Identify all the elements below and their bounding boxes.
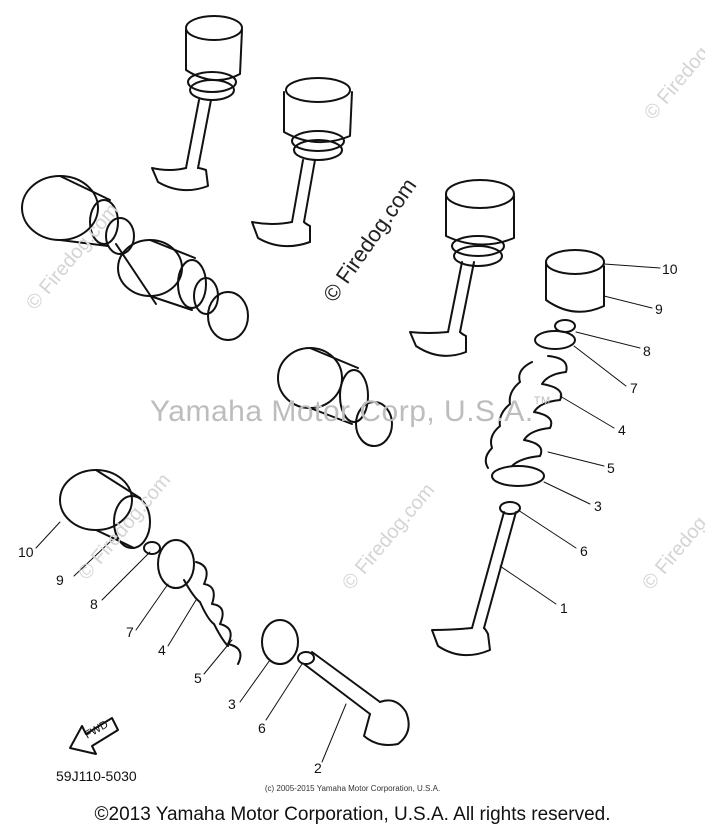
diagram-part-number: 59J110-5030 <box>56 768 137 784</box>
brand-watermark: Yamaha Motor Corp, U.S.A.TM <box>150 395 551 429</box>
callout-3-left: 3 <box>228 696 236 712</box>
callout-4-right: 4 <box>618 422 626 438</box>
right-exploded-valve <box>431 249 605 657</box>
callout-8-left: 8 <box>90 596 98 612</box>
trademark-mark: TM <box>533 395 551 407</box>
callout-8-right: 8 <box>643 343 651 359</box>
fwd-arrow-icon <box>69 717 119 755</box>
callout-10-right: 10 <box>662 261 678 277</box>
callout-9-right: 9 <box>655 301 663 317</box>
small-copyright: (c) 2005-2015 Yamaha Motor Corporation, … <box>264 784 441 793</box>
brand-watermark-text: Yamaha Motor Corp, U.S.A. <box>150 395 534 428</box>
upright-valve-b <box>251 77 353 248</box>
tilted-lifter <box>277 347 393 447</box>
leader-lines-left <box>35 521 347 763</box>
callout-3-right: 3 <box>594 498 602 514</box>
leader-lines-right <box>499 263 661 605</box>
upright-valve-c <box>409 179 515 357</box>
left-exploded-valve <box>59 469 410 746</box>
callout-5-right: 5 <box>607 460 615 476</box>
copyright-notice: ©2013 Yamaha Motor Corporation, U.S.A. A… <box>94 804 611 825</box>
callout-6-right: 6 <box>580 543 588 559</box>
upright-valve-a <box>151 15 243 192</box>
horizontal-lifters <box>21 175 249 341</box>
callout-10-left: 10 <box>18 544 34 560</box>
callout-7-right: 7 <box>630 380 638 396</box>
callout-6-left: 6 <box>258 720 266 736</box>
callout-5-left: 5 <box>194 670 202 686</box>
callout-1-right: 1 <box>560 600 568 616</box>
callout-9-left: 9 <box>56 572 64 588</box>
callout-7-left: 7 <box>126 624 134 640</box>
callout-4-left: 4 <box>158 642 166 658</box>
callout-2-left: 2 <box>314 760 322 776</box>
